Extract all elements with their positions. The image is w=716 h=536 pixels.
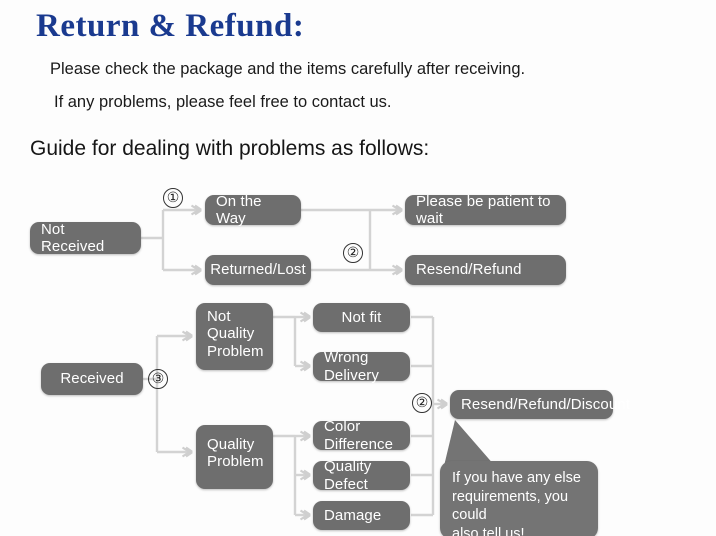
node-please-be-patient-to-wait[interactable]: Please be patient to wait xyxy=(405,193,566,227)
node-not-received[interactable]: Not Received xyxy=(30,221,141,255)
page-title: Return & Refund: xyxy=(36,8,305,44)
node-color-difference[interactable]: Color Difference xyxy=(313,418,410,453)
step-marker-1: ① xyxy=(163,188,183,208)
step-marker-2-bottom: ② xyxy=(412,393,432,413)
node-resend-refund-discount[interactable]: Resend/Refund/Discount xyxy=(450,390,630,419)
callout-tail xyxy=(444,420,495,466)
node-quality-defect[interactable]: Quality Defect xyxy=(313,458,410,493)
node-resend-refund[interactable]: Resend/Refund xyxy=(405,255,566,285)
node-received[interactable]: Received xyxy=(41,363,143,395)
callout-line-3: also tell us! xyxy=(452,525,525,536)
instruction-line-1: Please check the package and the items c… xyxy=(50,60,526,78)
callout-bubble: If you have any else requirements, you c… xyxy=(440,461,598,536)
step-marker-2-top: ② xyxy=(343,243,363,263)
node-not-quality-problem[interactable]: Not Quality Problem xyxy=(196,303,273,370)
node-wrong-delivery[interactable]: Wrong Delivery xyxy=(313,349,410,384)
node-not-fit[interactable]: Not fit xyxy=(313,303,410,332)
instruction-line-2: If any problems, please feel free to con… xyxy=(54,93,392,111)
node-returned-lost[interactable]: Returned/Lost xyxy=(205,255,311,285)
callout-line-2: requirements, you could xyxy=(452,488,569,524)
guide-heading: Guide for dealing with problems as follo… xyxy=(30,137,430,160)
node-damage[interactable]: Damage xyxy=(313,501,410,530)
node-quality-problem[interactable]: Quality Problem xyxy=(196,425,273,489)
callout-line-1: If you have any else xyxy=(452,470,581,486)
step-marker-3: ③ xyxy=(148,369,168,389)
node-on-the-way[interactable]: On the Way xyxy=(205,193,301,227)
